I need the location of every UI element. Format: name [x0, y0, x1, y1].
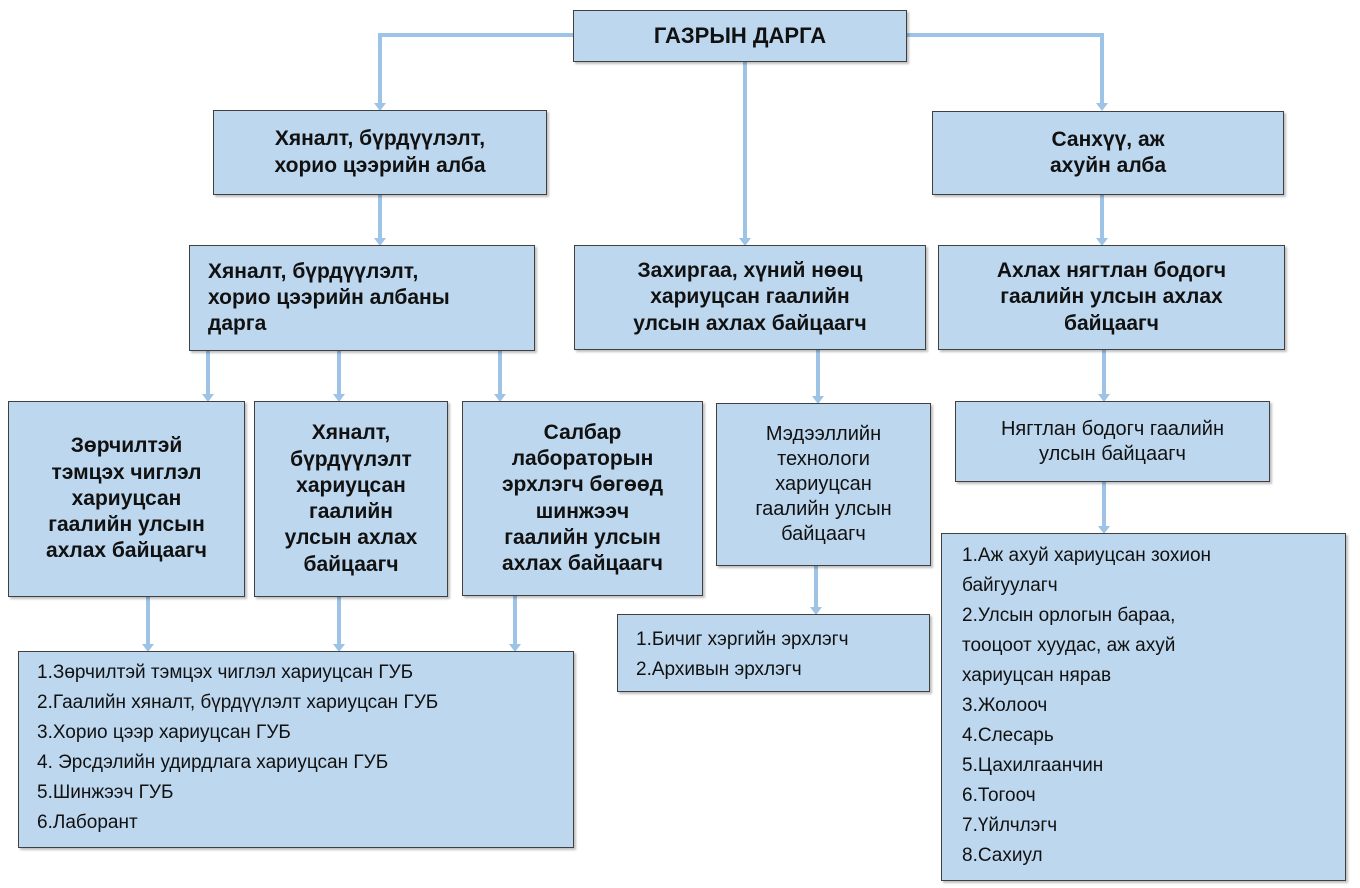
node-control-inspector: Хяналт, бүрдүүлэлт хариуцсан гаалийн улс…	[254, 401, 448, 597]
list-inspectors: 1.Зөрчилтэй тэмцэх чиглэл хариуцсан ГУБ …	[18, 651, 574, 848]
node-it: Мэдээллийн технологи хариуцсан гаалийн у…	[716, 403, 931, 566]
node-label: Хяналт, бүрдүүлэлт хариуцсан гаалийн улс…	[284, 421, 418, 576]
list-item: 4. Эрсдэлийн удирдлага хариуцсан ГУБ	[37, 752, 389, 773]
list-item: 1.Зөрчилтэй тэмцэх чиглэл хариуцсан ГУБ	[37, 662, 414, 683]
arrowhead	[1096, 103, 1108, 111]
node-label: Зөрчилтэй тэмцэх чиглэл хариуцсан гаалий…	[46, 434, 207, 563]
node-control-head: Хяналт, бүрдүүлэлт, хорио цээрийн албаны…	[189, 245, 535, 351]
support-staff-list: 1.Аж ахуй хариуцсан зохион байгуулагч 2.…	[962, 541, 1211, 871]
connector-director-control	[378, 33, 573, 105]
node-admin-hr: Захиргаа, хүний нөөц хариуцсан гаалийн у…	[574, 245, 926, 350]
list-item: 6.Лаборант	[37, 812, 138, 833]
node-label: Хяналт, бүрдүүлэлт, хорио цээрийн албаны…	[208, 259, 450, 336]
list-item: 6.Тогооч	[962, 785, 1036, 806]
node-violations: Зөрчилтэй тэмцэх чиглэл хариуцсан гаалий…	[8, 401, 245, 597]
list-admin-staff: 1.Бичиг хэргийн эрхлэгч 2.Архивын эрхлэг…	[617, 614, 930, 692]
list-item: 3.Хорио цээр хариуцсан ГУБ	[37, 722, 291, 743]
admin-staff-list: 1.Бичиг хэргийн эрхлэгч 2.Архивын эрхлэг…	[636, 625, 849, 685]
connector-director-finance	[907, 33, 1104, 105]
node-label: Хяналт, бүрдүүлэлт, хорио цээрийн алба	[274, 127, 486, 177]
node-director: ГАЗРЫН ДАРГА	[573, 10, 907, 62]
node-label: Мэдээллийн технологи хариуцсан гаалийн у…	[755, 423, 892, 545]
list-item: 5.Шинжээч ГУБ	[37, 782, 174, 803]
node-label: Нягтлан бодогч гаалийн улсын байцаагч	[1000, 417, 1225, 465]
list-item: 4.Слесарь	[962, 725, 1054, 746]
list-item: 1.Аж ахуй хариуцсан зохион байгуулагч	[962, 545, 1212, 596]
list-item: 2.Гаалийн хяналт, бүрдүүлэлт хариуцсан Г…	[37, 692, 439, 713]
node-lab: Салбар лабораторын эрхлэгч бөгөөд шинжээ…	[462, 401, 703, 596]
list-item: 2.Архивын эрхлэгч	[636, 659, 802, 680]
list-item: 2.Улсын орлогын бараа, тооцоот хуудас, а…	[962, 605, 1176, 686]
node-control-dept: Хяналт, бүрдүүлэлт, хорио цээрийн алба	[213, 110, 547, 195]
node-label: ГАЗРЫН ДАРГА	[653, 23, 827, 49]
node-label: Салбар лабораторын эрхлэгч бөгөөд шинжээ…	[501, 420, 664, 575]
list-support-staff: 1.Аж ахуй хариуцсан зохион байгуулагч 2.…	[941, 533, 1346, 881]
node-label: Санхүү, аж ахуйн алба	[1049, 127, 1167, 177]
node-label: Ахлах нягтлан бодогч гаалийн улсын ахлах…	[996, 259, 1227, 335]
list-item: 3.Жолооч	[962, 695, 1048, 716]
list-item: 8.Сахиул	[962, 845, 1043, 866]
node-finance-dept: Санхүү, аж ахуйн алба	[932, 111, 1284, 195]
node-accountant: Нягтлан бодогч гаалийн улсын байцаагч	[955, 401, 1270, 482]
list-item: 5.Цахилгаанчин	[962, 755, 1104, 776]
node-label: Захиргаа, хүний нөөц хариуцсан гаалийн у…	[633, 259, 867, 335]
list-item: 1.Бичиг хэргийн эрхлэгч	[636, 629, 849, 650]
node-chief-accountant: Ахлах нягтлан бодогч гаалийн улсын ахлах…	[938, 245, 1285, 350]
inspectors-list: 1.Зөрчилтэй тэмцэх чиглэл хариуцсан ГУБ …	[37, 658, 438, 838]
list-item: 7.Үйлчлэгч	[962, 815, 1058, 836]
